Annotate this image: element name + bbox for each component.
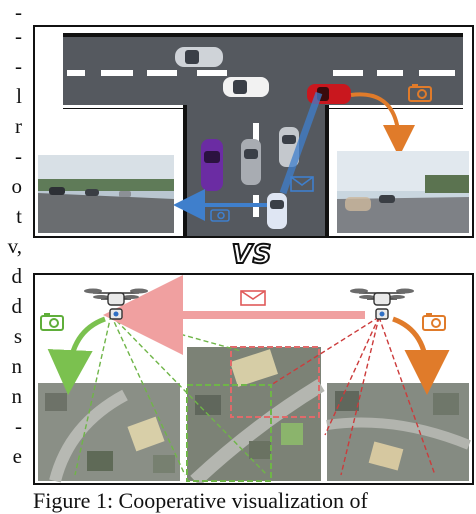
car bbox=[241, 139, 261, 185]
red-overlap-box bbox=[230, 346, 320, 418]
left-text-line: - bbox=[15, 144, 22, 168]
orange-camera-arrow bbox=[392, 316, 450, 395]
aerial-scene bbox=[35, 275, 472, 483]
curb-white-line bbox=[329, 105, 463, 108]
left-text-line: - bbox=[15, 0, 22, 24]
envelope-icon bbox=[240, 290, 266, 306]
green-overlap-box bbox=[186, 384, 272, 482]
drone-icon bbox=[84, 288, 148, 320]
right-camera-view bbox=[337, 151, 469, 233]
envelope-icon bbox=[290, 176, 314, 192]
orange-camera-arrow bbox=[350, 92, 415, 157]
left-text-line: v, bbox=[7, 234, 22, 258]
left-text-line: n bbox=[11, 384, 23, 408]
left-text-line: o bbox=[11, 174, 23, 198]
drone-cooperation-panel bbox=[33, 273, 474, 485]
message-arrow bbox=[279, 91, 323, 195]
curb-white-line bbox=[63, 105, 183, 108]
left-text-line: t bbox=[16, 204, 22, 228]
figure-caption: Figure 1: Cooperative visualization of bbox=[33, 488, 368, 513]
camera-icon bbox=[422, 313, 446, 331]
camera-icon bbox=[408, 84, 432, 102]
curb bbox=[63, 33, 463, 37]
left-text-line: - bbox=[15, 54, 22, 78]
left-text-line: d bbox=[11, 264, 23, 288]
center-aerial-view bbox=[186, 346, 325, 483]
left-camera-view bbox=[38, 155, 174, 233]
camera-icon bbox=[40, 313, 64, 331]
ego-car bbox=[267, 193, 287, 229]
left-text-line: - bbox=[15, 414, 22, 438]
drone-icon bbox=[350, 288, 414, 320]
right-aerial-view bbox=[326, 383, 471, 481]
left-column-text: - - - l r - o t v, d d s n n - e bbox=[0, 0, 22, 480]
green-camera-arrow bbox=[47, 316, 106, 395]
vehicle-cooperation-panel bbox=[33, 25, 474, 238]
left-text-line: n bbox=[11, 354, 23, 378]
left-text-line: e bbox=[12, 444, 22, 468]
left-text-line: r bbox=[15, 114, 22, 138]
camera-icon bbox=[210, 209, 230, 222]
left-text-line: l bbox=[16, 84, 22, 108]
left-text-line: - bbox=[15, 24, 22, 48]
car bbox=[223, 77, 269, 97]
left-text-line: d bbox=[11, 294, 23, 318]
left-aerial-view bbox=[38, 383, 180, 483]
left-text-line: s bbox=[13, 324, 22, 348]
vs-label: VS bbox=[231, 239, 273, 271]
purple-car bbox=[201, 139, 223, 191]
car bbox=[175, 47, 223, 67]
right-drone-fov bbox=[270, 316, 436, 476]
road-scene bbox=[35, 27, 472, 236]
